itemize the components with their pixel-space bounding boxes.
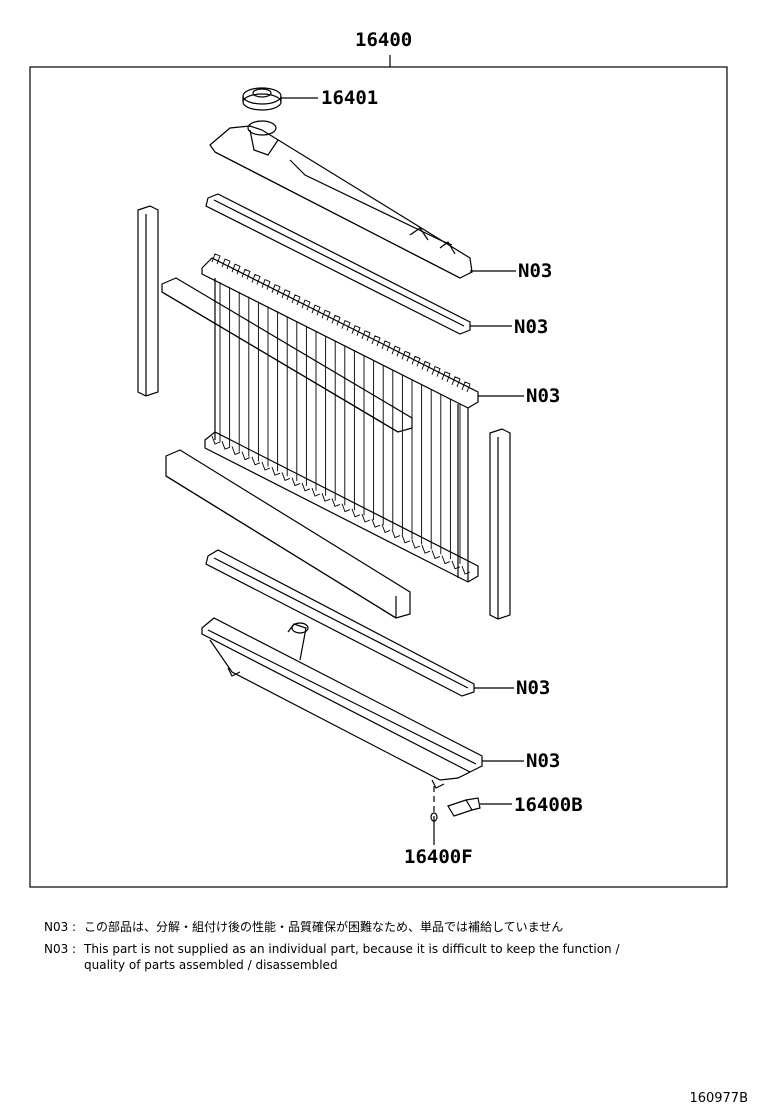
note-jp: N03 : この部品は、分解・組付け後の性能・品質確保が困難なため、単品では補給し…	[44, 920, 563, 935]
callout-drain-oring: 16400F	[404, 846, 473, 868]
note-en: N03 : This part is not supplied as an ind…	[44, 942, 620, 957]
note-code: N03 :	[44, 920, 77, 934]
note-text: この部品は、分解・組付け後の性能・品質確保が困難なため、単品では補給していません	[84, 920, 564, 934]
radiator-core	[201, 253, 479, 583]
callout-cap: 16401	[321, 87, 378, 109]
callout-core: N03	[526, 385, 560, 407]
upper-tank	[209, 120, 473, 279]
lower-seal-bar	[165, 449, 411, 619]
radiator-exploded-diagram: 16400 16401 N03 N03 N03 N03 N03 16400B 1…	[29, 29, 728, 888]
callout-lower-gasket: N03	[516, 677, 550, 699]
callout-lower-tank: N03	[526, 750, 560, 772]
callout-upper-gasket: N03	[514, 316, 548, 338]
note-text: quality of parts assembled / disassemble…	[84, 958, 338, 972]
core-teeth	[211, 253, 471, 575]
assembly-label: 16400	[355, 29, 412, 51]
lower-gasket	[205, 549, 475, 697]
note-en-cont: quality of parts assembled / disassemble…	[44, 958, 338, 973]
lower-tank	[201, 617, 483, 789]
upper-gasket	[205, 193, 471, 335]
callout-upper-tank: N03	[518, 260, 552, 282]
figure-id: 160977B	[689, 1091, 748, 1106]
callout-drain-cock: 16400B	[514, 794, 583, 816]
right-side-seal	[489, 428, 511, 620]
drain-cock	[447, 797, 481, 817]
core-fins	[219, 282, 461, 564]
note-text: This part is not supplied as an individu…	[84, 942, 620, 956]
upper-seal-bar	[161, 277, 413, 433]
assembly-frame	[29, 66, 728, 888]
note-code: N03 :	[44, 942, 77, 956]
radiator-cap	[242, 87, 282, 111]
left-side-seal	[137, 205, 159, 397]
